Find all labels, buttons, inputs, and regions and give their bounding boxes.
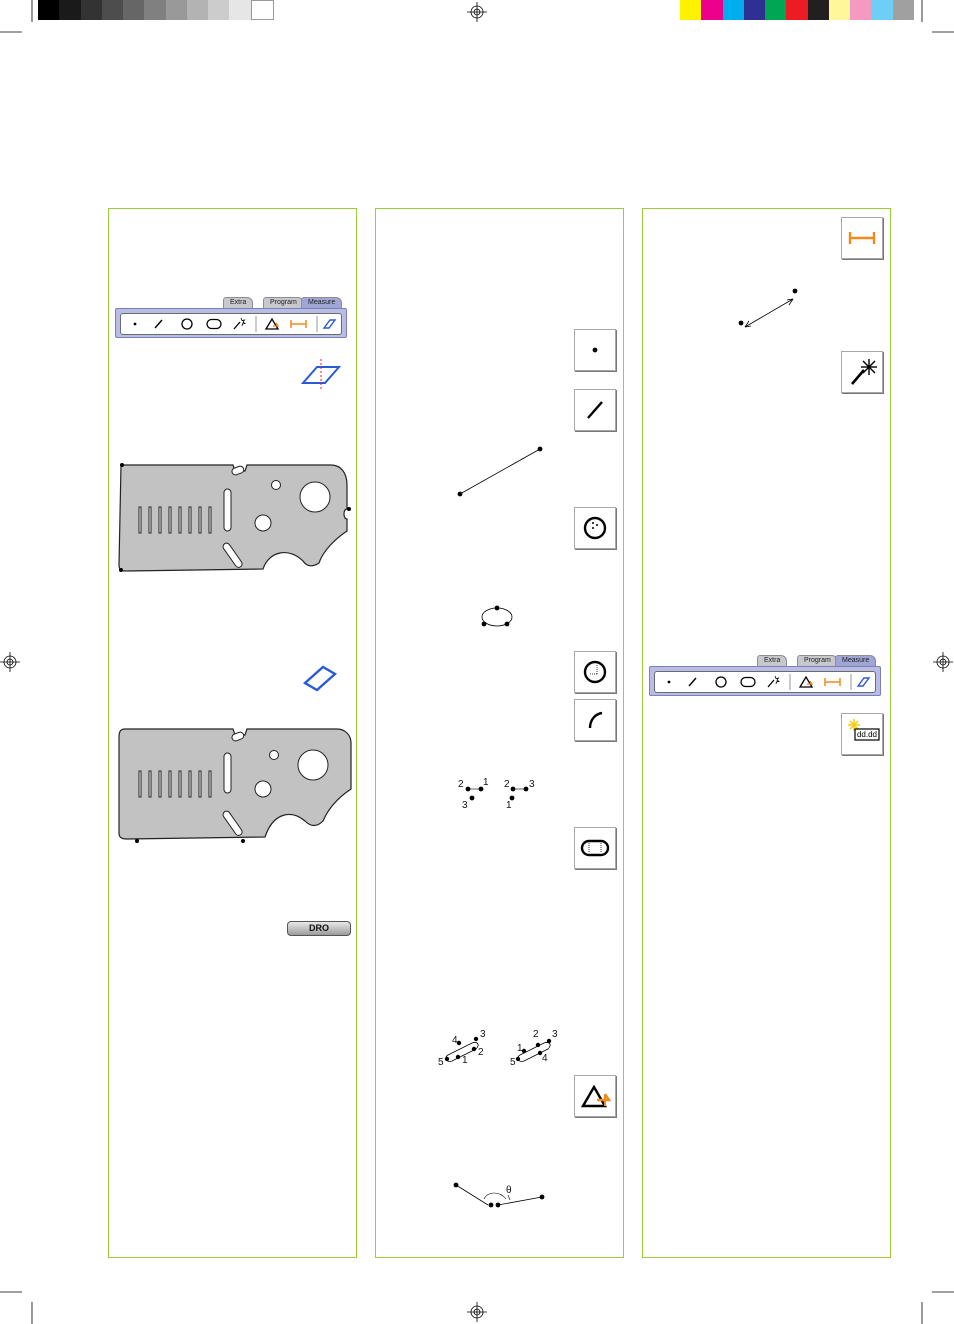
arc-left-label-3: 3 bbox=[462, 800, 468, 811]
slot-left-label-2: 2 bbox=[478, 1047, 484, 1058]
toolbar-2-icons bbox=[654, 671, 876, 693]
construct-distance-button[interactable]: dd.dd bbox=[841, 713, 883, 755]
measure-auto-button[interactable] bbox=[841, 351, 883, 393]
star-icon bbox=[848, 719, 860, 731]
distance-icon[interactable] bbox=[824, 678, 841, 686]
slot-left-label-4: 4 bbox=[452, 1035, 458, 1046]
slot-icon bbox=[580, 839, 610, 857]
measure-angle-button[interactable] bbox=[574, 1075, 616, 1117]
part-drawing-skew-points bbox=[118, 463, 351, 572]
measure-toolbar-2: Extra Program Measure bbox=[649, 655, 881, 699]
column-left: Extra Program Measure bbox=[108, 208, 357, 1258]
measure-toolbar: Extra Program Measure bbox=[115, 297, 347, 341]
tab-extra[interactable]: Extra bbox=[757, 655, 788, 666]
dro-button[interactable]: DRO bbox=[287, 921, 351, 936]
column-right: Extra Program Measure bbox=[642, 208, 891, 1258]
circle-icon[interactable] bbox=[181, 318, 193, 330]
tab-program[interactable]: Program bbox=[797, 655, 838, 666]
toolbar-icons bbox=[120, 313, 342, 335]
toolbar-2-body bbox=[649, 666, 881, 696]
skew-icon[interactable] bbox=[322, 319, 337, 329]
align-rectangle-icon bbox=[302, 665, 338, 692]
point-icon bbox=[592, 347, 598, 353]
line-icon[interactable] bbox=[154, 319, 163, 329]
angle-diagram: θ bbox=[453, 1182, 545, 1208]
slot-right-label-1: 1 bbox=[517, 1043, 523, 1054]
distance-icon[interactable] bbox=[290, 320, 307, 328]
toolbar-body bbox=[115, 308, 347, 338]
column-middle: 2 1 3 2 3 1 4 3 5 1 2 2 3 1 5 4 θ bbox=[375, 208, 624, 1258]
line-icon[interactable] bbox=[688, 677, 697, 687]
skew-icon[interactable] bbox=[856, 677, 871, 687]
slot-right-label-4: 4 bbox=[542, 1053, 548, 1064]
angle-theta-label: θ bbox=[506, 1185, 512, 1196]
slot-right-label-5: 5 bbox=[510, 1057, 516, 1067]
circle-icon[interactable] bbox=[715, 676, 727, 688]
arc-diagrams: 2 1 3 2 3 1 bbox=[458, 777, 535, 811]
magic-wand-icon[interactable] bbox=[767, 675, 781, 688]
arc-left-label-1: 2 bbox=[458, 779, 464, 790]
measure-distance-button[interactable] bbox=[841, 217, 883, 259]
slot-right-label-2: 2 bbox=[533, 1029, 539, 1040]
line-icon bbox=[587, 401, 603, 419]
circle-icon bbox=[583, 516, 607, 540]
slot-diagrams: 4 3 5 1 2 2 3 1 5 4 bbox=[438, 1029, 558, 1067]
slot-left-label-3: 3 bbox=[480, 1029, 486, 1040]
tab-measure[interactable]: Measure bbox=[301, 297, 343, 308]
skew-plane-icon bbox=[300, 359, 342, 391]
grayscale-calibration-bar bbox=[38, 0, 274, 20]
circle-icon bbox=[583, 660, 607, 684]
color-calibration-bar bbox=[680, 0, 914, 20]
point-icon[interactable] bbox=[667, 680, 671, 684]
measure-line-button[interactable] bbox=[574, 389, 616, 431]
arc-right-label-2: 3 bbox=[529, 779, 535, 790]
slot-left-label-5: 5 bbox=[438, 1057, 444, 1067]
circle-diagram bbox=[481, 605, 513, 627]
distance-icon bbox=[848, 232, 876, 244]
part-drawing-align-points bbox=[118, 728, 352, 843]
tab-program[interactable]: Program bbox=[263, 297, 304, 308]
arc-left-label-2: 1 bbox=[483, 777, 489, 788]
magic-wand-icon bbox=[851, 359, 877, 385]
arc-icon bbox=[588, 711, 603, 729]
measure-circle-button[interactable] bbox=[574, 507, 616, 549]
line-diagram bbox=[457, 446, 543, 497]
arc-right-label-1: 2 bbox=[504, 779, 510, 790]
measure-arc-button[interactable] bbox=[574, 699, 616, 741]
angle-icon[interactable] bbox=[264, 317, 280, 330]
tab-measure[interactable]: Measure bbox=[835, 655, 877, 666]
slot-right-label-3: 3 bbox=[552, 1029, 558, 1040]
distance-value-label: dd.dd bbox=[856, 730, 878, 739]
measure-circle-alt-button[interactable] bbox=[574, 651, 616, 693]
arc-right-label-3: 1 bbox=[506, 800, 512, 811]
point-icon[interactable] bbox=[133, 322, 137, 326]
slot-left-label-1: 1 bbox=[462, 1055, 468, 1066]
measure-slot-button[interactable] bbox=[574, 827, 616, 869]
distance-diagram bbox=[738, 288, 798, 328]
slot-icon[interactable] bbox=[740, 676, 756, 688]
angle-icon bbox=[580, 1084, 612, 1108]
magic-wand-icon[interactable] bbox=[233, 317, 247, 330]
measure-point-button[interactable] bbox=[574, 329, 616, 371]
tab-extra[interactable]: Extra bbox=[223, 297, 254, 308]
angle-icon[interactable] bbox=[798, 675, 814, 688]
slot-icon[interactable] bbox=[206, 318, 222, 330]
